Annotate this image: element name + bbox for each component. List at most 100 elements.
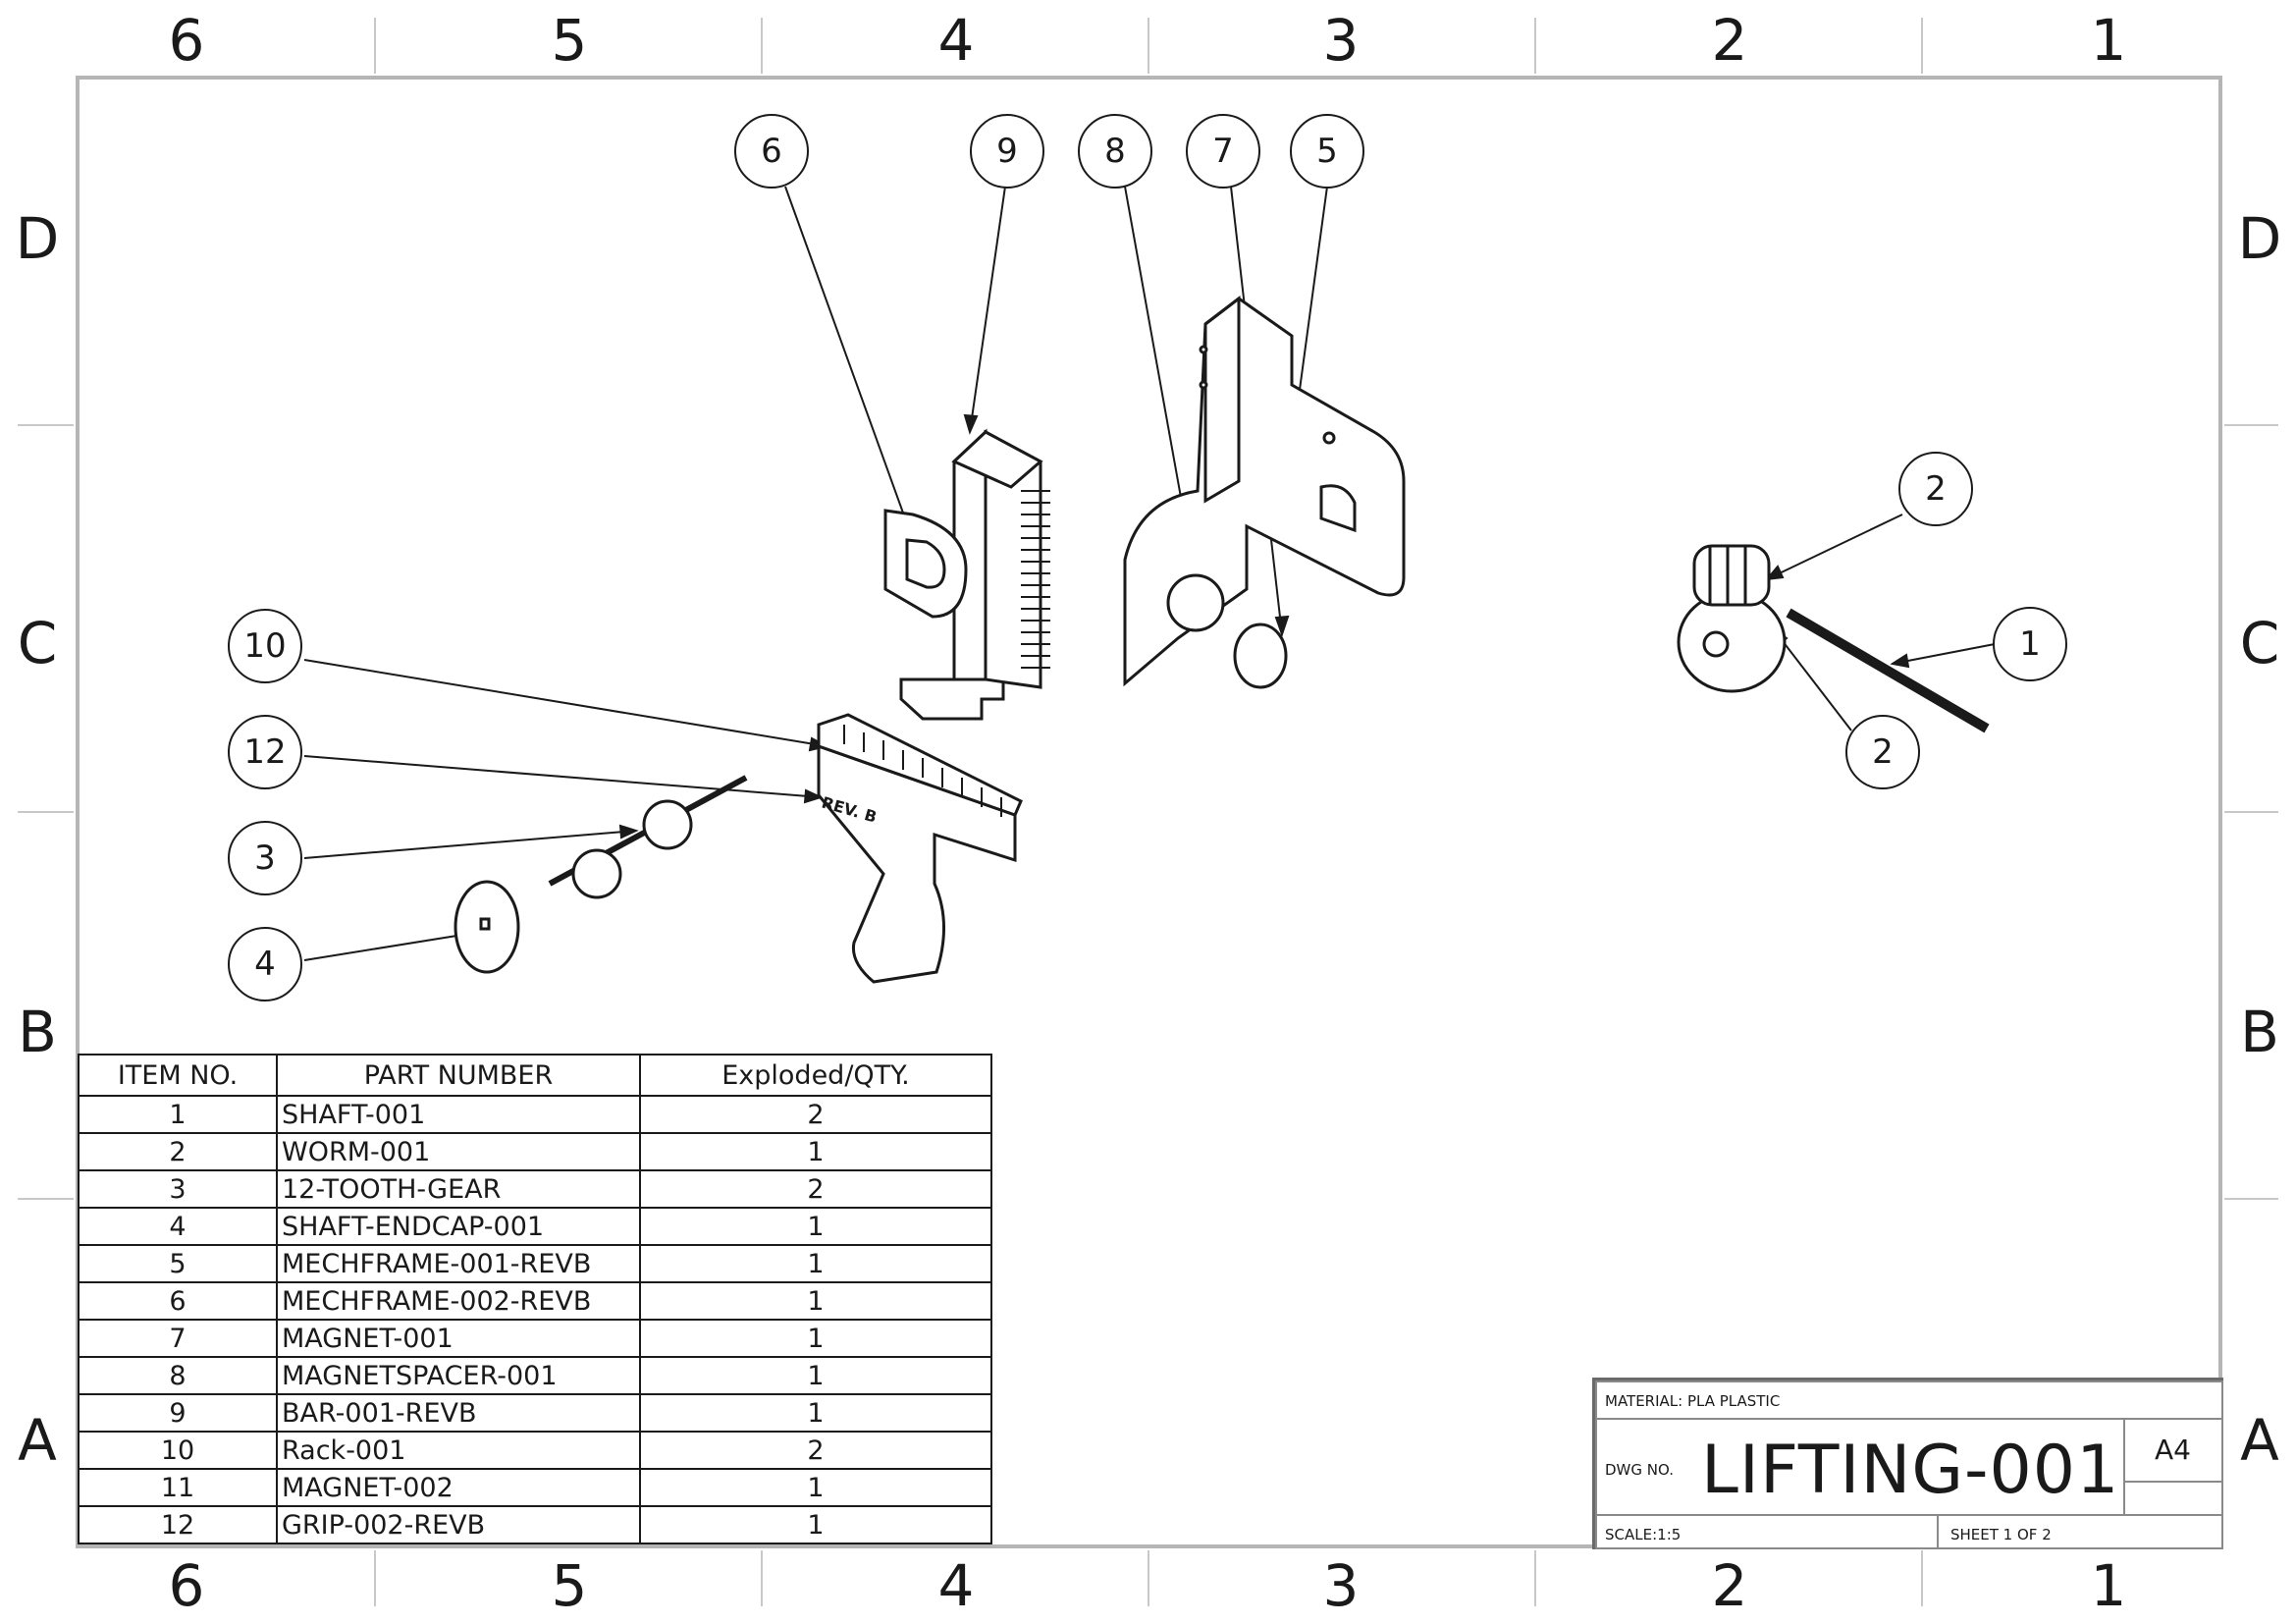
zone-label-left-C: C [17,610,58,677]
balloon-item-5: 5 [1290,114,1364,189]
material-label: MATERIAL: PLA PLASTIC [1605,1392,1781,1410]
bom-part-number: Rack-001 [276,1431,641,1470]
bom-part-number: WORM-001 [276,1132,641,1171]
sheet-border [76,76,2222,1548]
bom-qty: 2 [639,1431,992,1470]
bom-item-no: 7 [78,1319,278,1358]
balloon-item-8: 8 [1078,114,1152,189]
zone-label-left-A: A [18,1407,57,1474]
tb-size-cell: A4 [2123,1418,2223,1483]
balloon-item-9: 9 [970,114,1044,189]
bom-part-number: 12-TOOTH-GEAR [276,1169,641,1209]
bom-part-number: MECHFRAME-002-REVB [276,1281,641,1321]
zone-label-right-A: A [2240,1407,2279,1474]
balloon-item-4: 4 [228,927,302,1001]
bom-header-row: ITEM NO. PART NUMBER Exploded/QTY. [78,1054,992,1097]
bom-part-number: MAGNETSPACER-001 [276,1356,641,1395]
bom-header-item-no: ITEM NO. [78,1054,278,1097]
bom-part-number: BAR-001-REVB [276,1393,641,1433]
bom-part-number: SHAFT-001 [276,1095,641,1134]
balloon-item-6: 6 [734,114,809,189]
title-block: MATERIAL: PLA PLASTIC DWG NO. LIFTING-00… [1592,1378,2223,1549]
zone-label-left-D: D [15,205,60,272]
bom-qty: 2 [639,1095,992,1134]
balloon-item-2-lower: 2 [1845,715,1920,789]
bom-item-no: 5 [78,1244,278,1283]
balloon-item-7: 7 [1186,114,1260,189]
balloon-item-12: 12 [228,715,302,789]
bom-qty: 1 [639,1281,992,1321]
zone-label-right-C: C [2239,610,2280,677]
zone-label-left-B: B [18,999,57,1065]
tb-material-cell: MATERIAL: PLA PLASTIC [1595,1380,2223,1420]
sheet-size: A4 [2155,1434,2191,1466]
bom-item-no: 2 [78,1132,278,1171]
zone-label-top-1: 1 [2090,7,2127,74]
zone-label-top-4: 4 [937,7,975,74]
bom-item-no: 6 [78,1281,278,1321]
scale-label: SCALE:1:5 [1605,1526,1682,1543]
bom-qty: 1 [639,1468,992,1507]
bom-item-no: 11 [78,1468,278,1507]
sheet-number: SHEET 1 OF 2 [1950,1526,2052,1543]
zone-label-bottom-5: 5 [551,1552,588,1619]
bom-item-no: 10 [78,1431,278,1470]
bom-item-no: 8 [78,1356,278,1395]
part-gear-shaft [548,775,748,899]
part-rack-grip [817,713,1023,984]
drawing-number: LIFTING-001 [1701,1432,2120,1509]
bom-qty: 1 [639,1207,992,1246]
bom-qty: 1 [639,1244,992,1283]
tb-size-blank [2123,1481,2223,1516]
zone-label-top-5: 5 [551,7,588,74]
balloon-item-2-upper: 2 [1898,452,1973,526]
balloon-item-3: 3 [228,821,302,895]
tb-sheet-cell: SHEET 1 OF 2 [1937,1514,2223,1549]
bom-header-qty: Exploded/QTY. [639,1054,992,1097]
part-magnet [1233,623,1288,689]
bom-qty: 2 [639,1169,992,1209]
bom-part-number: MAGNET-002 [276,1468,641,1507]
bom-item-no: 9 [78,1393,278,1433]
part-mechframe-002 [883,509,968,619]
bom-item-no: 3 [78,1169,278,1209]
tb-scale-cell: SCALE:1:5 [1595,1514,1939,1549]
part-mechframe-001 [1123,295,1406,687]
bom-part-number: GRIP-002-REVB [276,1505,641,1544]
dwg-no-label: DWG NO. [1605,1461,1674,1479]
zone-label-top-6: 6 [168,7,205,74]
part-shaft-endcap [454,880,520,974]
zone-label-bottom-4: 4 [937,1552,975,1619]
bom-part-number: MAGNET-001 [276,1319,641,1358]
bom-qty: 1 [639,1356,992,1395]
bom-item-no: 12 [78,1505,278,1544]
bom-item-no: 1 [78,1095,278,1134]
zone-label-bottom-6: 6 [168,1552,205,1619]
bom-qty: 1 [639,1505,992,1544]
bom-header-part-number: PART NUMBER [276,1054,641,1097]
zone-label-right-B: B [2240,999,2279,1065]
part-worm-gear [1677,544,1990,733]
zone-ticks [18,18,2278,1606]
bom-qty: 1 [639,1319,992,1358]
zone-label-right-D: D [2237,205,2282,272]
tb-dwg-cell: DWG NO. LIFTING-001 [1595,1418,2125,1516]
bom-part-number: MECHFRAME-001-REVB [276,1244,641,1283]
zone-label-top-2: 2 [1711,7,1748,74]
balloon-item-1: 1 [1993,607,2067,681]
bom-qty: 1 [639,1132,992,1171]
zone-label-top-3: 3 [1322,7,1360,74]
zone-label-bottom-3: 3 [1322,1552,1360,1619]
